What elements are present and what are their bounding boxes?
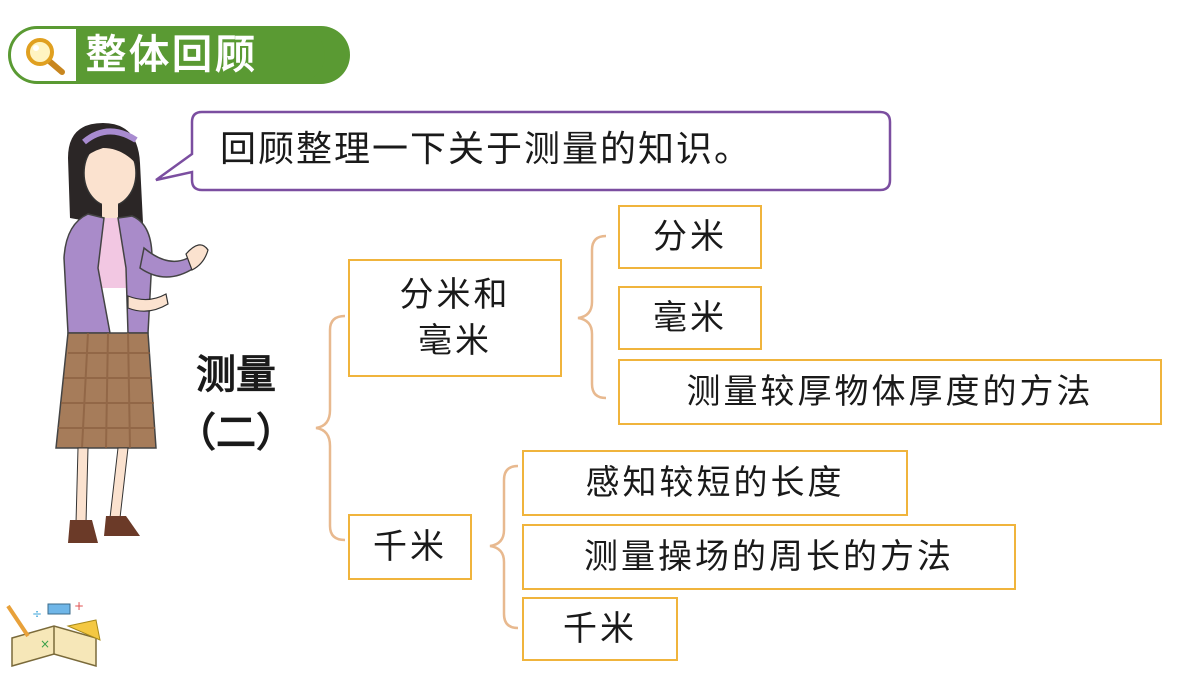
branch1-bracket bbox=[577, 234, 607, 400]
header-pill bbox=[8, 26, 350, 84]
branch-label-line1: 分米和 bbox=[399, 275, 511, 315]
branch-box-decimeter-millimeter: 分米和 毫米 bbox=[348, 259, 562, 377]
branch-box-kilometer: 千米 bbox=[348, 514, 472, 580]
leaf-track-perimeter-method: 测量操场的周长的方法 bbox=[522, 524, 1016, 590]
section-header: 整体回顾 bbox=[6, 24, 352, 86]
stationery-icon: + ÷ × bbox=[6, 599, 101, 667]
bubble-text: 回顾整理一下关于测量的知识。 bbox=[220, 129, 753, 170]
leaf-kilometer: 千米 bbox=[522, 597, 678, 661]
root-topic: 测量 （二） bbox=[176, 346, 296, 462]
magnifier-icon bbox=[26, 38, 65, 75]
svg-text:+: + bbox=[74, 599, 84, 613]
svg-text:×: × bbox=[40, 637, 50, 651]
branch-label-line2: 毫米 bbox=[418, 321, 492, 361]
header-title: 整体回顾 bbox=[86, 32, 258, 78]
teacher-illustration bbox=[55, 123, 209, 543]
root-bracket bbox=[315, 314, 346, 542]
leaf-millimeter: 毫米 bbox=[618, 286, 762, 350]
branch2-bracket bbox=[489, 464, 519, 630]
svg-text:÷: ÷ bbox=[32, 607, 42, 621]
leaf-thick-object-method: 测量较厚物体厚度的方法 bbox=[618, 359, 1162, 425]
leaf-perceive-short-length: 感知较短的长度 bbox=[522, 450, 908, 516]
root-topic-subtitle: （二） bbox=[176, 409, 296, 456]
leaf-decimeter: 分米 bbox=[618, 205, 762, 269]
speech-bubble bbox=[155, 110, 892, 192]
root-topic-title: 测量 bbox=[196, 351, 276, 398]
